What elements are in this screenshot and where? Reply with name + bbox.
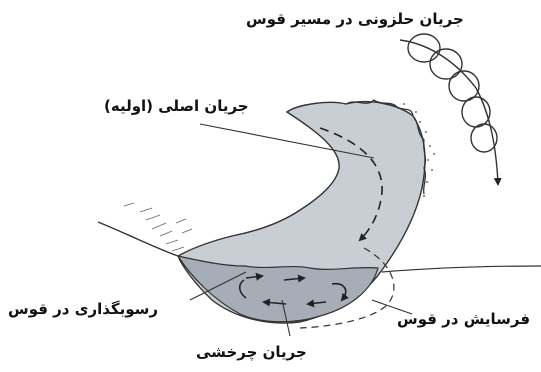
right-ground-line	[382, 266, 541, 272]
deposition-label: رسوبگذاری در قوس	[8, 302, 158, 317]
primary-flow-label: جریان اصلی (اولیه)	[104, 99, 249, 114]
left-bank-hatching	[124, 203, 192, 251]
vortex-flow-label: جریان چرخشی	[196, 345, 307, 360]
erosion-label: فرسایش در قوس	[397, 312, 530, 327]
left-bank-line	[98, 222, 178, 256]
helical-flow-label: جریان حلزونی در مسیر قوس	[246, 12, 464, 27]
